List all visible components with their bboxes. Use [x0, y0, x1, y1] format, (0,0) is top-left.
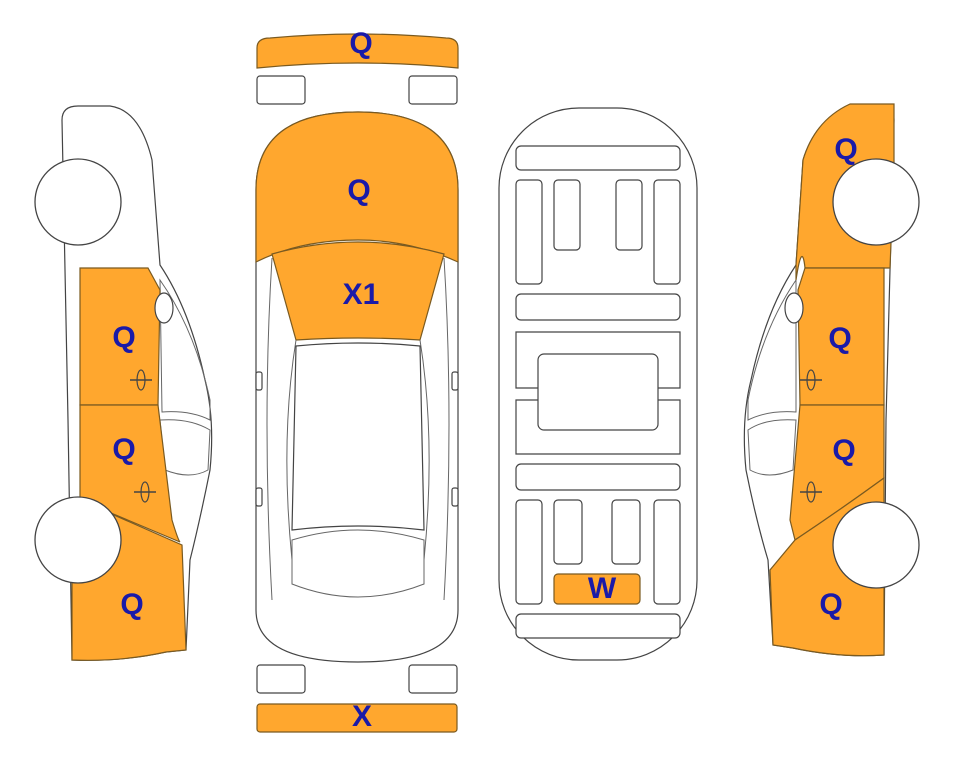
left-side-view	[34, 105, 213, 661]
right-side-window-rear	[747, 419, 797, 476]
label-left-front-door: Q	[112, 321, 135, 354]
left-mirror	[154, 292, 174, 324]
top-handle-left	[255, 487, 263, 507]
left-front-wheel	[34, 158, 122, 246]
right-mirror	[784, 292, 804, 324]
top-view-door-line-right	[419, 339, 430, 561]
underbody-crossmember-rear	[515, 463, 681, 491]
rear-light-right	[408, 664, 458, 694]
windshield-panel	[271, 241, 445, 341]
hood-panel	[255, 111, 459, 263]
left-door-handle-rear	[134, 481, 156, 503]
label-right-rear-door: Q	[832, 434, 855, 467]
label-rear-bumper: X	[352, 700, 372, 733]
rear-bumper-panel	[256, 703, 458, 733]
underbody-rear-panel	[553, 573, 641, 605]
top-handle-right	[451, 487, 459, 507]
label-right-rear-quarter: Q	[819, 588, 842, 621]
left-side-window	[159, 278, 211, 421]
label-front-bumper: Q	[349, 27, 372, 60]
front-bumper-panel	[256, 33, 459, 69]
top-view-door-line-left	[286, 339, 297, 561]
label-left-rear-door: Q	[112, 433, 135, 466]
right-door-handle-front	[800, 369, 822, 391]
underbody-front-rail-left	[515, 179, 543, 285]
underbody-rear-inner-right	[611, 499, 641, 565]
roof-panel	[291, 342, 425, 531]
right-side-view	[743, 103, 920, 657]
underbody-rear-inner-left	[553, 499, 583, 565]
label-windshield: X1	[343, 278, 380, 311]
top-mirror-right	[451, 371, 459, 391]
label-hood: Q	[347, 174, 370, 207]
right-side-window	[747, 278, 797, 421]
left-side-window-rear	[159, 419, 211, 476]
top-view-pillar-right	[443, 257, 450, 601]
left-door-handle-front	[130, 369, 152, 391]
underbody-crossmember-front	[515, 293, 681, 321]
underbody-rear-rail-left	[515, 499, 543, 605]
top-view-pillar-left	[266, 257, 273, 601]
front-light-left	[256, 75, 306, 105]
underbody-front-inner-left	[553, 179, 581, 251]
underbody-front-bar	[515, 145, 681, 171]
underbody-front-inner-right	[615, 179, 643, 251]
label-underbody-rear: W	[588, 572, 617, 605]
right-door-handle-rear	[800, 481, 822, 503]
top-mirror-left	[255, 371, 263, 391]
label-right-front-fender: Q	[834, 133, 857, 166]
top-view	[255, 33, 459, 733]
rear-light-left	[256, 664, 306, 694]
left-rear-wheel	[34, 496, 122, 584]
label-left-rear-quarter: Q	[120, 588, 143, 621]
underbody-center-plate	[537, 353, 659, 431]
underbody-front-rail-right	[653, 179, 681, 285]
underbody-rear-rail-right	[653, 499, 681, 605]
right-front-wheel	[832, 158, 920, 246]
underbody-rear-bar	[515, 613, 681, 639]
label-right-front-door: Q	[828, 322, 851, 355]
rear-window	[291, 529, 425, 598]
right-rear-wheel	[832, 501, 920, 589]
damage-labels: Q Q X1 X W Q Q Q Q Q Q Q	[112, 27, 857, 733]
front-light-right	[408, 75, 458, 105]
underbody-view	[498, 107, 698, 661]
